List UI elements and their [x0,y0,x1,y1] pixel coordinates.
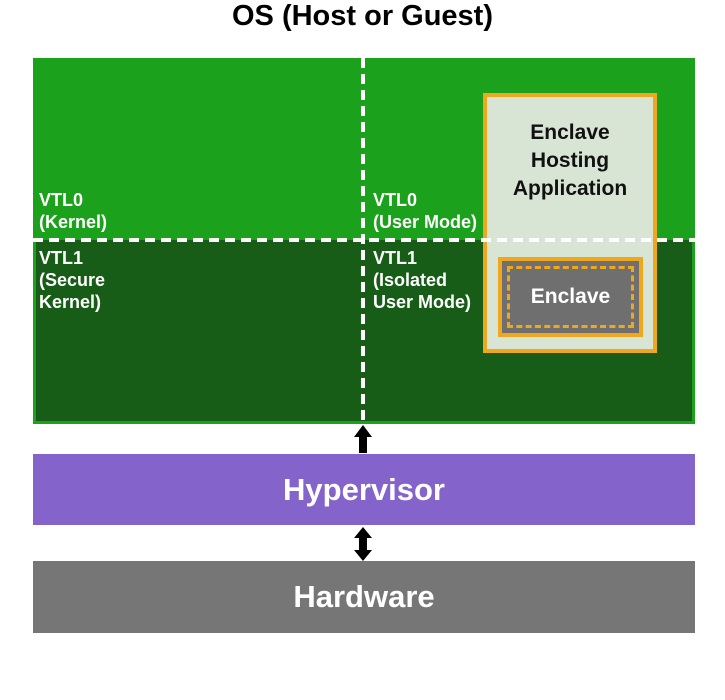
enclave-hosting-application-label: Enclave Hosting Application [512,121,628,200]
up-arrow-icon [354,425,372,453]
vtl0-kernel-label: VTL0 (Kernel) [39,190,108,232]
enclave-label: Enclave [530,285,611,308]
double-arrow-icon [354,527,372,561]
hardware-label: Hardware [293,579,435,614]
hardware-bar: Hardware [33,561,695,633]
os-title: OS (Host or Guest) [231,0,493,32]
enclave-dashed-border: Enclave [507,266,634,328]
hypervisor-bar: Hypervisor [33,454,695,525]
vtl1-isolated-user-mode-label: VTL1 (Isolated User Mode) [373,248,472,312]
hypervisor-label: Hypervisor [283,471,445,507]
os-box: VTL0 (Kernel) VTL0 (User Mode) VTL1 (Sec… [33,58,695,424]
vtl-divider-line [361,58,365,424]
vtl0-user-mode-label: VTL0 (User Mode) [373,190,478,232]
vtl1-secure-kernel-label: VTL1 (Secure Kernel) [39,248,106,312]
enclave-box: Enclave [498,257,643,337]
